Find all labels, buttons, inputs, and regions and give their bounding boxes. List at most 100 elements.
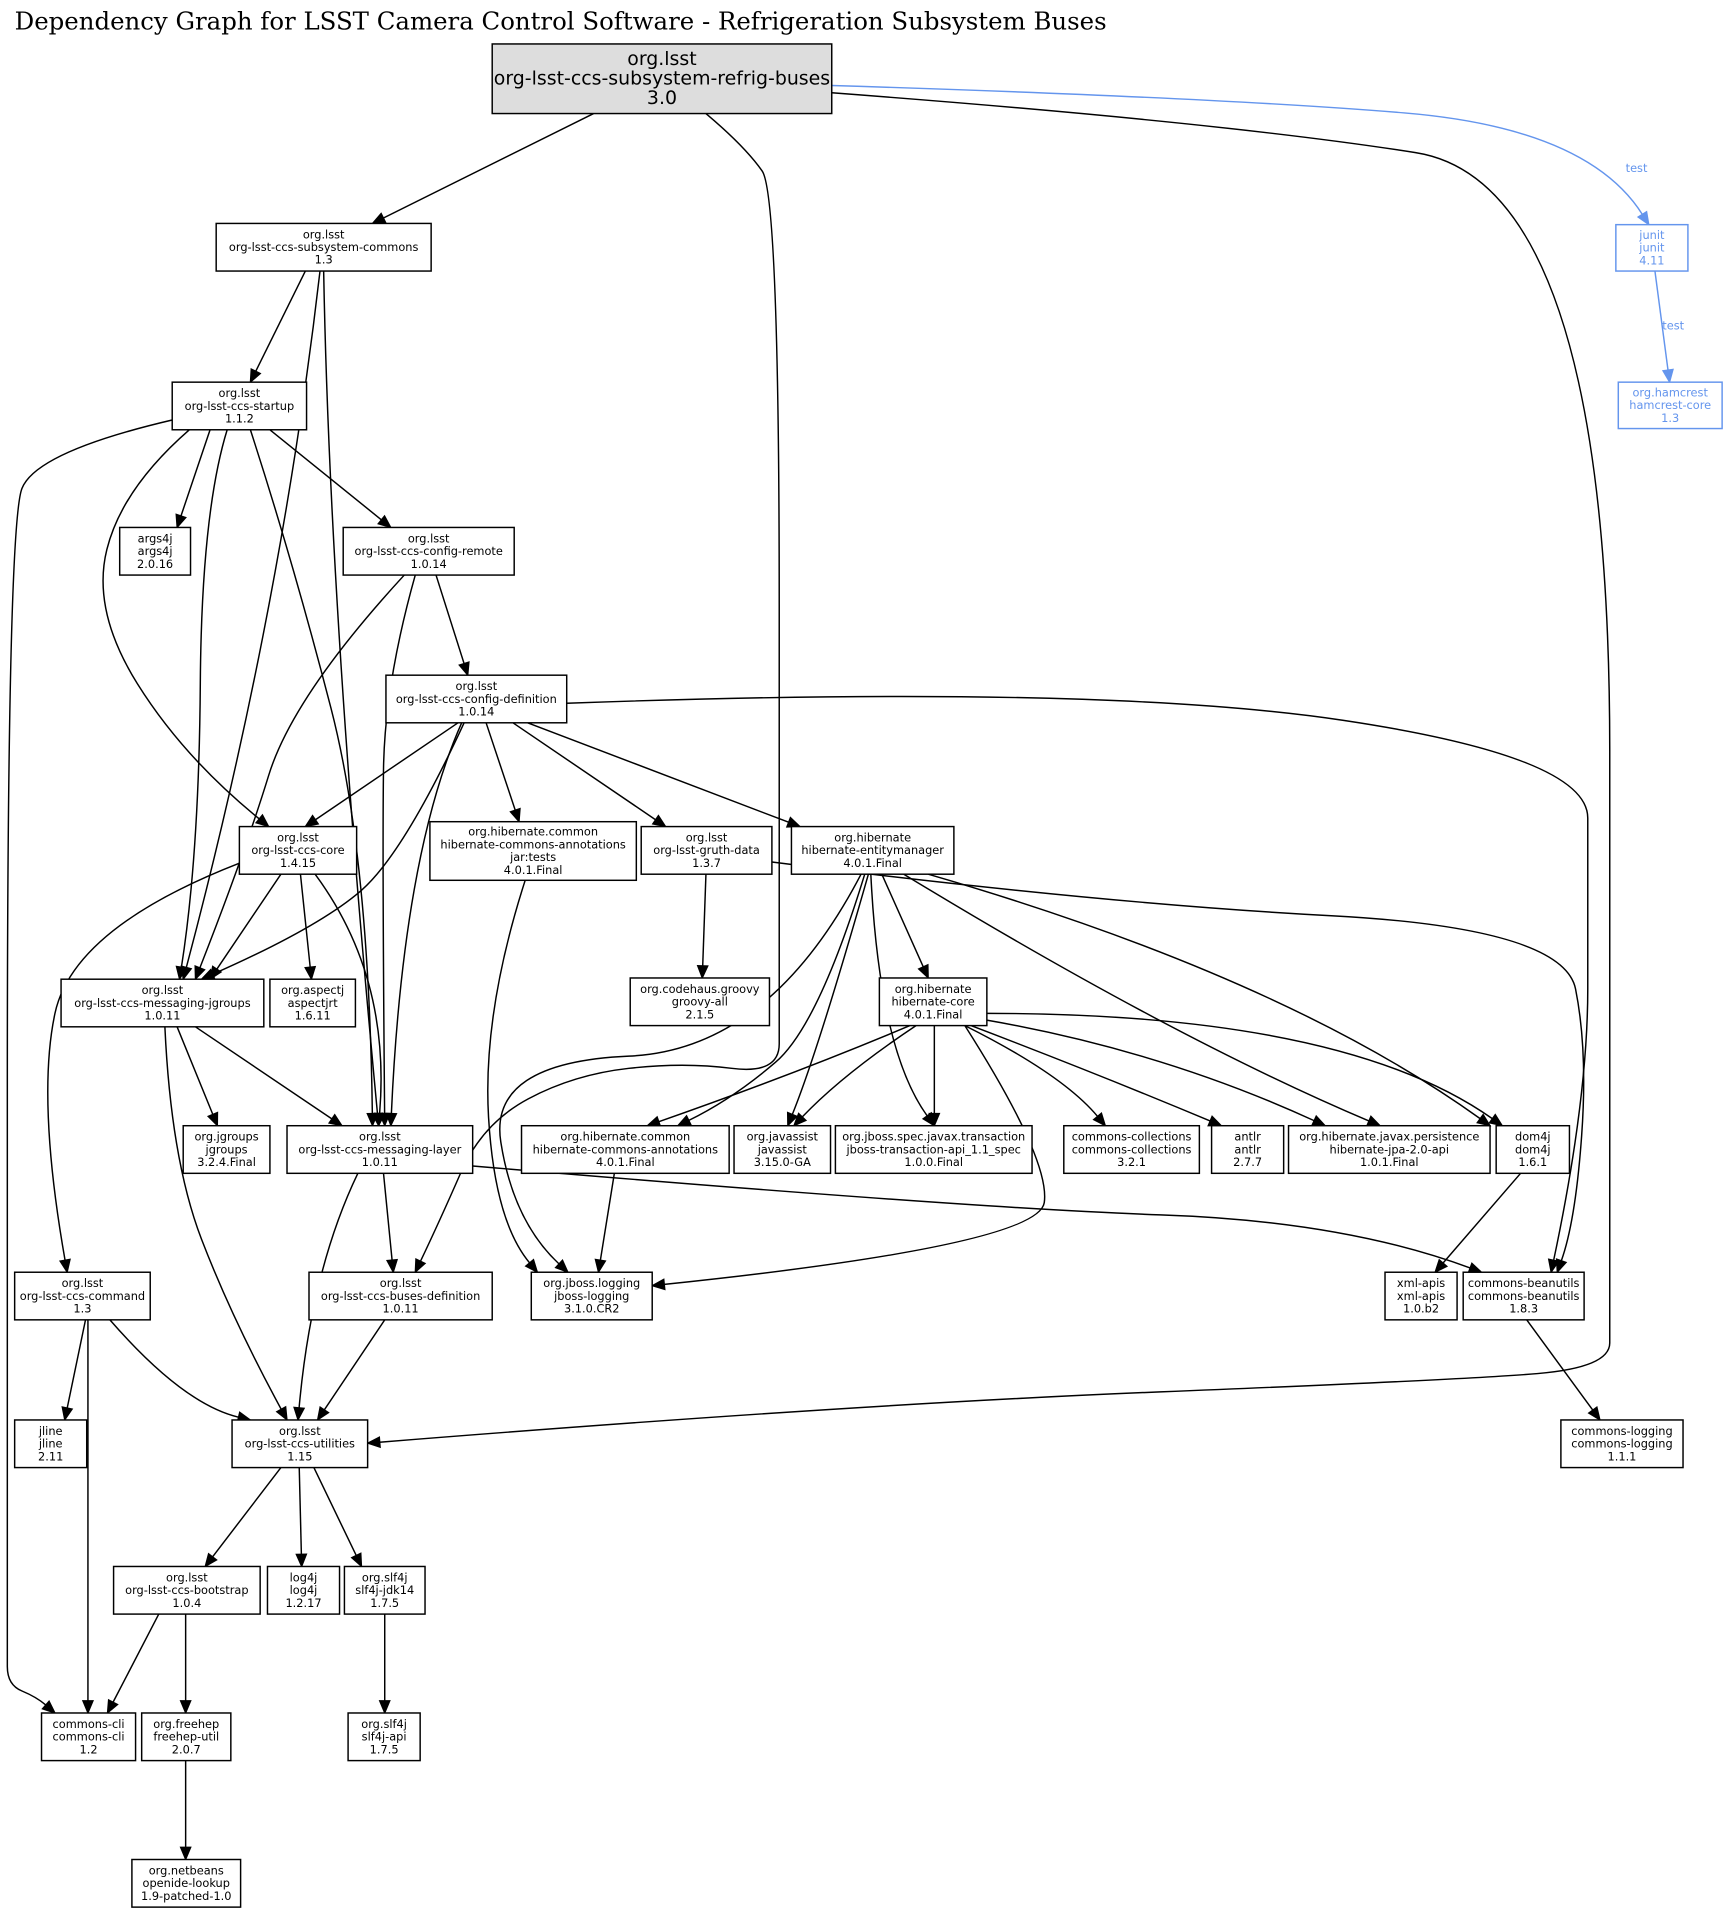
edge-line (315, 722, 459, 821)
node-version: 4.0.1.Final (904, 1007, 963, 1021)
arrowhead-icon (1310, 1114, 1327, 1127)
edge-line (212, 1467, 282, 1558)
node-commons-collections[interactable]: commons-collectionscommons-collections3.… (1063, 1124, 1201, 1175)
node-messaging-layer[interactable]: org.lsstorg-lsst-ccs-messaging-layer1.0.… (286, 1124, 474, 1175)
edge-freehep-util-to-openide-lookup (179, 1760, 192, 1862)
node-artifact-id: org-lsst-gruth-data (653, 843, 760, 857)
edge-line (199, 574, 405, 969)
node-entitymanager[interactable]: org.hibernatehibernate-entitymanager4.0.… (790, 825, 955, 875)
edge-line (419, 112, 780, 1262)
edge-slf4j-jdk14-to-slf4j-api (378, 1614, 391, 1715)
edge-hibernate-core-to-dom4j (986, 1012, 1504, 1127)
node-group-id: org.hamcrest (1633, 385, 1709, 399)
node-subsystem-commons[interactable]: org.lsstorg-lsst-ccs-subsystem-commons1.… (215, 222, 432, 272)
edge-config-definition-to-entitymanager (527, 722, 802, 828)
node-group-id: org.hibernate.common (560, 1130, 690, 1144)
edge-startup-to-core (102, 429, 270, 828)
node-version: 1.2.17 (285, 1596, 321, 1610)
node-group-id: org.codehaus.groovy (640, 982, 760, 996)
node-hca-tests[interactable]: org.hibernate.commonhibernate-commons-an… (429, 820, 638, 882)
node-version: 1.6.1 (1518, 1155, 1547, 1169)
node-box (878, 977, 988, 1027)
edge-config-definition-to-gruth-data (512, 722, 667, 828)
node-version: 2.1.5 (685, 1007, 714, 1021)
node-box (733, 1124, 832, 1175)
node-root[interactable]: org.lsstorg-lsst-ccs-subsystem-refrig-bu… (491, 43, 833, 115)
arrowhead-icon (385, 1112, 398, 1128)
node-config-definition[interactable]: org.lsstorg-lsst-ccs-config-definition1.… (385, 674, 568, 724)
node-artifact-id: openide-lookup (143, 1876, 230, 1890)
node-group-id: org.lsst (408, 531, 450, 545)
node-artifact-id: org-lsst-ccs-utilities (245, 1437, 355, 1451)
node-group-id: jline (38, 1424, 63, 1438)
node-box (118, 526, 192, 576)
node-version: 1.0.14 (458, 705, 494, 719)
edge-line (499, 873, 862, 1265)
arrowhead-icon (1587, 1406, 1601, 1422)
arrowhead-icon (414, 1258, 427, 1274)
node-box (429, 820, 638, 882)
node-artifact-id: slf4j-jdk14 (355, 1583, 414, 1597)
node-box (1617, 381, 1723, 430)
edge-config-definition-to-core (304, 722, 459, 828)
node-buses-definition[interactable]: org.lsstorg-lsst-ccs-buses-definition1.0… (308, 1271, 493, 1321)
arrowhead-icon (554, 1259, 570, 1274)
node-group-id: org.hibernate.common (468, 825, 598, 839)
node-messaging-jgroups[interactable]: org.lsstorg-lsst-ccs-messaging-jgroups1.… (60, 978, 265, 1028)
node-version: 2.0.16 (137, 557, 173, 571)
node-artifact-id: jline (38, 1437, 63, 1451)
edge-line (102, 429, 260, 820)
node-box (13, 1271, 151, 1321)
node-artifact-id: hibernate-commons-annotations (440, 837, 625, 851)
edge-line (47, 862, 240, 1261)
node-hca[interactable]: org.hibernate.commonhibernate-commons-an… (520, 1124, 730, 1175)
node-box (1063, 1124, 1201, 1175)
node-version: 2.0.7 (172, 1742, 201, 1756)
edge-root-to-subsystem-commons (371, 112, 594, 225)
edge-line (164, 1026, 282, 1410)
node-artifact-id: commons-logging (1571, 1437, 1672, 1451)
edge-line (1442, 1172, 1522, 1264)
arrowhead-icon (275, 1405, 288, 1422)
edge-line (66, 1319, 87, 1409)
edge-hibernate-core-to-javassist (792, 1024, 917, 1127)
node-jta[interactable]: org.jboss.spec.javax.transactionjboss-tr… (834, 1124, 1033, 1175)
arrowhead-icon (792, 1112, 808, 1127)
node-openide-lookup[interactable]: org.netbeansopenide-lookup1.9-patched-1.… (131, 1858, 242, 1908)
edge-messaging-layer-to-buses-definition (382, 1173, 399, 1274)
edge-line (298, 1467, 303, 1555)
arrowhead-icon (249, 367, 262, 384)
arrowhead-icon (458, 661, 470, 677)
arrowhead-icon (928, 1112, 941, 1128)
arrowhead-icon (194, 965, 206, 981)
node-jpa[interactable]: org.hibernate.javax.persistencehibernate… (1287, 1124, 1491, 1175)
node-group-id: org.slf4j (361, 1717, 407, 1731)
